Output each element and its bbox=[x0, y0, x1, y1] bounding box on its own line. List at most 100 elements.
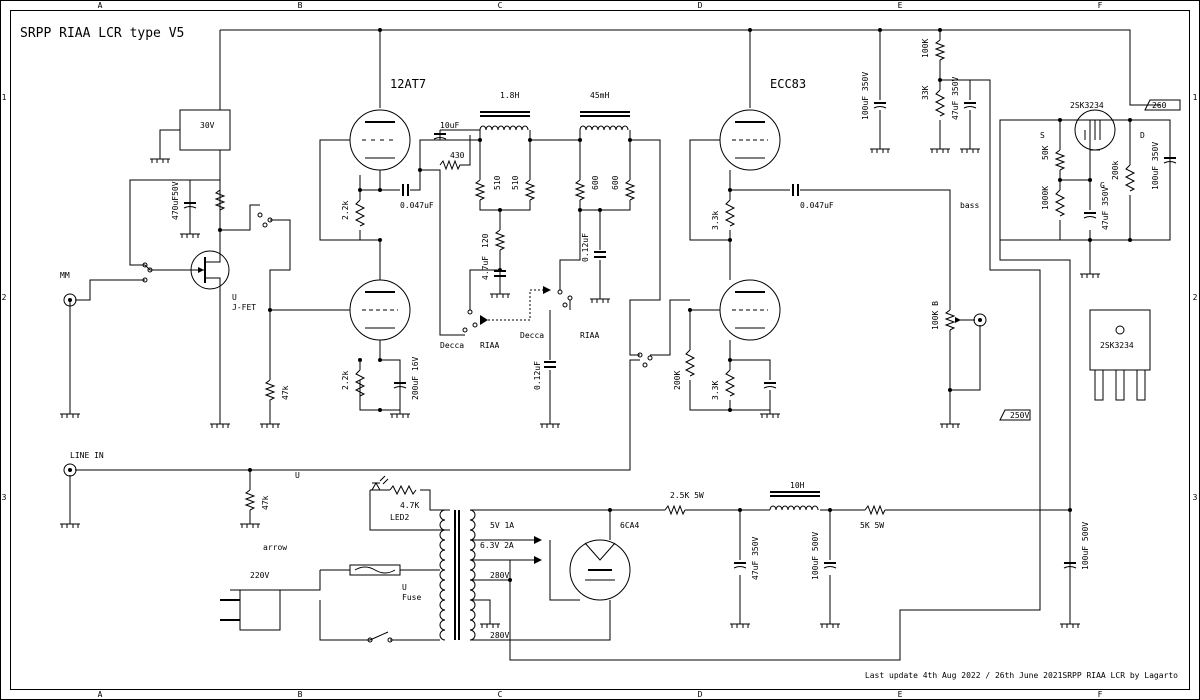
capacitor-10uf bbox=[433, 133, 447, 140]
label-6-3v-2a: 6.3V 2A bbox=[480, 541, 514, 550]
label-2sk3234: 2SK3234 bbox=[1070, 101, 1104, 110]
inductor-1-8h bbox=[479, 111, 530, 131]
mains-plug bbox=[239, 589, 281, 631]
capacitor-100uf-500v-a bbox=[823, 562, 837, 569]
frame-column-label: F bbox=[1098, 1, 1103, 10]
label-012uf-a: 0.12uF bbox=[581, 233, 590, 262]
line-in-jack bbox=[63, 463, 77, 477]
label-120: 120 bbox=[481, 233, 490, 248]
footer-note: Last update 4th Aug 2022 / 26th June 202… bbox=[865, 671, 1178, 680]
label-pkg-2sk3234: 2SK3234 bbox=[1100, 341, 1134, 350]
label-100uf-500v-b: 100uF 500V bbox=[1081, 522, 1090, 570]
label-47uf-gate: 47uF 350V bbox=[1101, 186, 1110, 230]
jfet bbox=[190, 250, 230, 290]
label-45mh: 45mH bbox=[590, 91, 609, 100]
label-3k3-bottom: 3.3K bbox=[711, 381, 720, 400]
ground-icon bbox=[870, 145, 890, 153]
resistor-2k5-5w bbox=[664, 504, 686, 516]
label-600-a: 600 bbox=[591, 175, 600, 190]
label-mos-s: S bbox=[1040, 131, 1045, 140]
label-100k: 100K bbox=[921, 39, 930, 58]
resistor-4k7-led bbox=[389, 484, 417, 496]
ground-icon bbox=[730, 620, 750, 628]
label-mm: MM bbox=[60, 271, 70, 280]
output-jack bbox=[973, 313, 987, 327]
ground-icon bbox=[480, 620, 500, 628]
label-280v-a: 280V bbox=[490, 571, 509, 580]
resistor-5k-5w bbox=[864, 504, 886, 516]
resistor-600-a bbox=[574, 179, 586, 201]
resistor-1000k bbox=[1054, 189, 1066, 217]
ground-icon bbox=[260, 420, 280, 428]
label-250v: 250V bbox=[1010, 411, 1029, 420]
inductors bbox=[479, 111, 820, 511]
resistor-2k2-bottom bbox=[354, 369, 366, 397]
power-transformer bbox=[439, 509, 542, 641]
label-100uf-reg: 100uF 350V bbox=[1151, 142, 1160, 190]
ground-icon bbox=[930, 145, 950, 153]
ground-icon bbox=[210, 420, 230, 428]
led2-indicator bbox=[371, 475, 389, 491]
label-bass: bass bbox=[960, 201, 979, 210]
capacitor-100uf-reg bbox=[1163, 157, 1177, 164]
ground-icon bbox=[590, 295, 610, 303]
ground-icon bbox=[820, 620, 840, 628]
label-47uf-350v: 47uF 350V bbox=[951, 76, 960, 120]
label-3k3-top: 3.3k bbox=[711, 211, 720, 230]
label-200k-reg: 200k bbox=[1111, 161, 1120, 180]
capacitor-ecc83-cathode bbox=[763, 382, 777, 389]
ground-icon bbox=[150, 155, 170, 163]
label-12at7: 12AT7 bbox=[390, 77, 426, 91]
label-1-8h: 1.8H bbox=[500, 91, 519, 100]
label-430: 430 bbox=[450, 151, 465, 160]
resistor-jfet-drain bbox=[214, 189, 226, 211]
label-100uf-500v-a: 100uF 500V bbox=[811, 532, 820, 580]
frame-column-label: A bbox=[98, 1, 103, 10]
capacitor-200uf bbox=[393, 382, 407, 389]
frame-row-label: 3 bbox=[2, 493, 7, 502]
capacitor-47uf-ps bbox=[733, 562, 747, 569]
label-33k: 33K bbox=[921, 85, 930, 100]
label-mos-g: G bbox=[1100, 181, 1105, 190]
label-260: 260 bbox=[1152, 101, 1167, 110]
voltage-flags bbox=[999, 99, 1181, 421]
mosfet-package bbox=[1089, 309, 1151, 401]
frame-column-label: E bbox=[898, 1, 903, 10]
ground-icon bbox=[760, 410, 780, 418]
ground-symbols bbox=[60, 145, 1100, 628]
resistor-2k2-top bbox=[354, 199, 366, 227]
label-jfet-u: U bbox=[232, 293, 237, 302]
label-47k-line: 47k bbox=[261, 495, 270, 510]
capacitor-012uf-a bbox=[594, 251, 606, 258]
capacitor-047uf-a bbox=[402, 184, 409, 196]
label-4k7: 4.7K bbox=[400, 501, 419, 510]
ground-icon bbox=[60, 520, 80, 528]
tube-12at7-lower bbox=[349, 279, 411, 341]
resistor-100k-filter bbox=[934, 39, 946, 61]
tube-12at7-upper bbox=[349, 109, 411, 171]
label-200uf: 200uF 16V bbox=[411, 356, 420, 400]
label-2k5-5w: 2.5K 5W bbox=[670, 491, 704, 500]
label-decca-b: Decca bbox=[520, 331, 544, 340]
capacitors bbox=[183, 102, 1177, 569]
resistor-3k3-top bbox=[724, 199, 736, 227]
label-30v: 30V bbox=[200, 121, 215, 130]
label-47uf-riaa: 4.7uF bbox=[481, 256, 490, 280]
label-50k: 50K bbox=[1041, 145, 1050, 160]
label-47uf-ps: 47uF 350V bbox=[751, 536, 760, 580]
label-200k-grid: 200K bbox=[673, 371, 682, 390]
resistor-200k-reg bbox=[1124, 164, 1136, 192]
label-10uf: 10uF bbox=[440, 121, 459, 130]
ground-icon bbox=[960, 145, 980, 153]
label-line-in: LINE IN bbox=[70, 451, 104, 460]
tube-ecc83-upper bbox=[719, 109, 781, 171]
ground-icon bbox=[1060, 620, 1080, 628]
label-decca-a: Decca bbox=[440, 341, 464, 350]
label-u-line: U bbox=[295, 471, 300, 480]
label-47k-mm: 47k bbox=[281, 385, 290, 400]
label-280v-b: 280V bbox=[490, 631, 509, 640]
label-100k-b: 100K B bbox=[931, 301, 940, 330]
capacitor-047uf-b bbox=[792, 184, 799, 196]
mains-parts bbox=[220, 475, 401, 643]
